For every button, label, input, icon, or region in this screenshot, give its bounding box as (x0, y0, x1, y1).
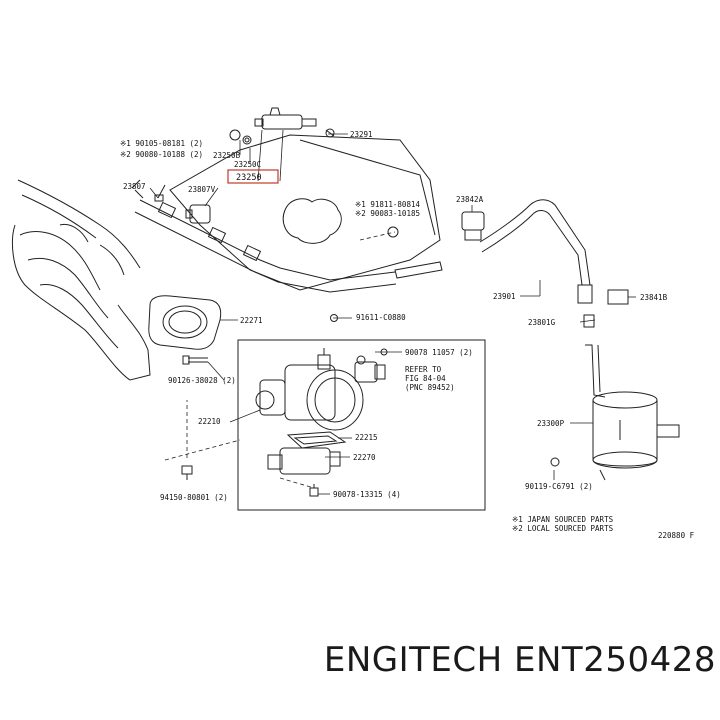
fuel-delivery-pipe (131, 179, 397, 293)
gasket-22271 (148, 295, 222, 350)
fuel-injector (229, 107, 335, 145)
label-23842a: 23842A (456, 195, 484, 204)
label-91611: 91611-C0880 (356, 313, 406, 322)
label-23801g: 23801G (528, 318, 556, 327)
label-22215: 22215 (355, 433, 378, 442)
leader-lines (149, 129, 636, 495)
legend-japan: ※1 JAPAN SOURCED PARTS (512, 515, 614, 524)
dashed-guides (164, 231, 396, 489)
label-22210: 22210 (198, 417, 221, 426)
label-23250b: 23250B (213, 151, 241, 160)
part-23250-highlight-box (227, 169, 279, 184)
label-note-right-1: ※1 91811-80814 (355, 200, 420, 209)
label-23250: 23250 (236, 173, 262, 183)
brand-part-number: ENGITECH ENT250428 (323, 640, 716, 680)
label-note-right-2: ※2 90083-10185 (355, 209, 420, 218)
label-23841b: 23841B (640, 293, 668, 302)
throttle-body-22210 (255, 348, 386, 431)
stud-90126 (182, 355, 208, 365)
idle-air-valve-22270 (267, 447, 341, 475)
label-23250c: 23250C (234, 160, 261, 169)
throttle-body-frame (237, 339, 486, 511)
exploded-view-drawing: 23291 23250B 23250C 23250 ※1 90105-08181… (11, 107, 695, 540)
label-22271: 22271 (240, 316, 263, 325)
charcoal-canister-23300p (585, 344, 680, 481)
bolt-90119 (550, 457, 560, 467)
label-refer-3: (PNC 89452) (405, 383, 455, 392)
bolt-91611 (330, 314, 338, 322)
figure-code: 220880 F (658, 531, 695, 540)
label-refer-1: REFER TO (405, 365, 442, 374)
clip-90078 (380, 348, 388, 356)
intake-manifold (11, 179, 151, 381)
cylinder-head-cover (169, 134, 443, 291)
label-90078a: 90078 11057 (2) (405, 348, 473, 357)
legend-local: ※2 LOCAL SOURCED PARTS (512, 524, 614, 533)
label-90078b: 90078-13315 (4) (333, 490, 401, 499)
label-22270: 22270 (353, 453, 376, 462)
gasket-22215 (286, 431, 347, 449)
bolt-23807 (154, 184, 211, 224)
label-note-top-1: ※1 90105-08181 (2) (120, 139, 203, 148)
label-23901: 23901 (493, 292, 516, 301)
bolt-94150 (181, 465, 193, 480)
label-note-top-2: ※2 90080-10188 (2) (120, 150, 203, 159)
part-labels: 23291 23250B 23250C 23250 ※1 90105-08181… (120, 130, 695, 540)
label-refer-2: FIG 84-04 (405, 374, 446, 383)
label-94150: 94150-80801 (2) (160, 493, 228, 502)
label-23300p: 23300P (537, 419, 565, 428)
label-23807v: 23807V (188, 185, 216, 194)
label-23291: 23291 (350, 130, 373, 139)
screw-90078 (309, 484, 319, 497)
fuel-hose-23901 (461, 199, 629, 328)
label-90119: 90119-C6791 (2) (525, 482, 593, 491)
label-90126: 90126-38028 (2) (168, 376, 236, 385)
label-23807: 23807 (123, 182, 146, 191)
